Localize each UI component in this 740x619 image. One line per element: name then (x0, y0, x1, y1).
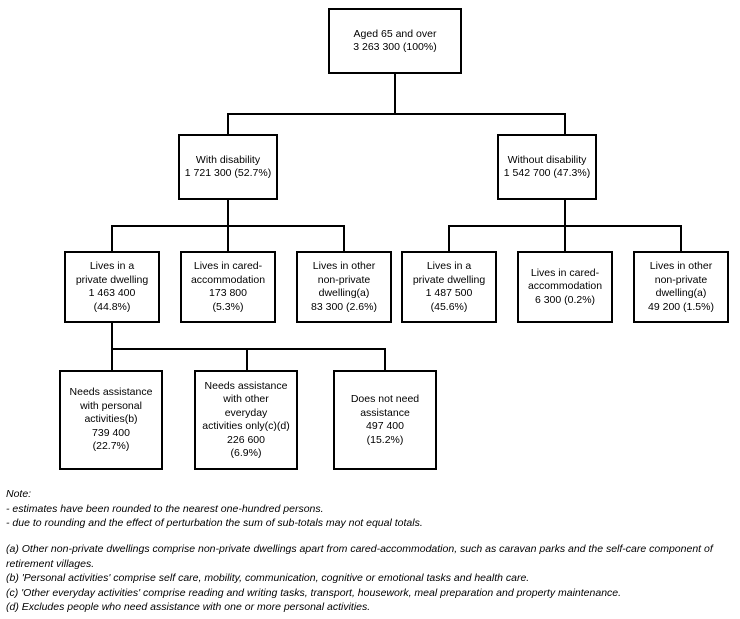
note-item: - estimates have been rounded to the nea… (6, 502, 324, 515)
notes-block: Note: - estimates have been rounded to t… (6, 487, 734, 531)
connector-to-without-disability (564, 113, 566, 135)
node-with-disability[interactable]: With disability 1 721 300 (52.7%) (178, 134, 278, 200)
node-label-line: Lives in other (649, 260, 713, 272)
node-value-line: 3 263 300 (100%) (353, 41, 437, 53)
node-value-line: 173 800 (209, 287, 247, 299)
node-percent-line: (5.3%) (212, 300, 244, 313)
node-percent-line: (22.7%) (92, 440, 130, 453)
node-label-line: Lives in cared- (193, 260, 263, 272)
connector-to-wod-other (680, 225, 682, 251)
node-value-line: 1 463 400 (88, 287, 136, 299)
node-value-line: 497 400 (366, 420, 404, 432)
node-value-line: 6 300 (0.2%) (534, 293, 596, 306)
connector-total-stem (394, 73, 396, 115)
node-label-line: non-private (317, 273, 371, 286)
node-label-line: Does not need (350, 393, 420, 405)
node-value-line: 1 487 500 (425, 287, 473, 299)
node-percent-line: (45.6%) (430, 300, 468, 313)
node-label-line: accommodation (527, 280, 603, 293)
connector-with-disability-stem (227, 199, 229, 227)
notes-heading: Note: (6, 488, 32, 500)
node-wod-lives-private-dwelling[interactable]: Lives in a private dwelling 1 487 500 (4… (401, 251, 497, 323)
node-label-line: activities only(c)(d) (202, 420, 290, 432)
connector-to-wd-private (111, 225, 113, 251)
node-without-disability[interactable]: Without disability 1 542 700 (47.3%) (497, 134, 597, 200)
node-label-line: Lives in other (312, 260, 376, 272)
node-wd-lives-other-non-private-dwelling[interactable]: Lives in other non-private dwelling(a) 8… (296, 251, 392, 323)
node-label-line: dwelling(a) (318, 287, 370, 299)
connector-to-wod-cared (564, 225, 566, 251)
node-percent-line: (44.8%) (93, 300, 131, 313)
node-value-line: 1 542 700 (47.3%) (503, 167, 591, 179)
node-needs-assistance-other-everyday-activities[interactable]: Needs assistance with other everyday act… (194, 370, 298, 470)
connector-to-wod-private (448, 225, 450, 251)
node-label-line: Lives in a (426, 260, 472, 272)
connector-level4-bar (111, 348, 386, 350)
node-value-line: 1 721 300 (52.7%) (184, 167, 272, 179)
connector-wd-private-stem (111, 322, 113, 350)
node-percent-line: (6.9%) (230, 447, 262, 459)
node-percent-line: (15.2%) (366, 433, 404, 446)
node-wd-lives-cared-accommodation[interactable]: Lives in cared- accommodation 173 800 (5… (180, 251, 276, 323)
footnote-b: (b) 'Personal activities' comprise self … (6, 572, 530, 584)
node-wd-lives-private-dwelling[interactable]: Lives in a private dwelling 1 463 400 (4… (64, 251, 160, 323)
node-value-line: 739 400 (92, 426, 130, 439)
footnote-d: (d) Excludes people who need assistance … (6, 601, 371, 613)
node-label-line: Without disability (507, 153, 587, 166)
note-item: - due to rounding and the effect of pert… (6, 517, 423, 529)
connector-without-disability-stem (564, 199, 566, 227)
node-aged-65-and-over[interactable]: Aged 65 and over 3 263 300 (100%) (328, 8, 462, 74)
node-label-line: Aged 65 and over (353, 27, 437, 40)
footnote-a: (a) Other non-private dwellings comprise… (6, 543, 713, 570)
node-label-line: private dwelling (75, 273, 149, 286)
node-label-line: with personal (80, 399, 142, 412)
footnotes-block: (a) Other non-private dwellings comprise… (6, 542, 736, 615)
node-label-line: non-private (654, 273, 708, 286)
node-label-line: assistance (360, 406, 410, 419)
node-label-line: With disability (195, 153, 261, 166)
node-wod-lives-cared-accommodation[interactable]: Lives in cared- accommodation 6 300 (0.2… (517, 251, 613, 323)
node-label-line: dwelling(a) (655, 287, 707, 299)
connector-to-needs-other (246, 348, 248, 370)
node-value-line: 226 600 (227, 433, 265, 446)
node-value-line: 83 300 (2.6%) (311, 300, 377, 313)
node-label-line: Lives in a (89, 260, 135, 272)
connector-to-wd-other (343, 225, 345, 251)
node-label-line: everyday (224, 406, 268, 419)
node-label-line: activities(b) (84, 413, 138, 426)
node-label-line: Needs assistance (204, 379, 288, 392)
footnote-c: (c) 'Other everyday activities' comprise… (6, 586, 622, 599)
node-value-line: 49 200 (1.5%) (648, 300, 714, 313)
node-label-line: with other (223, 393, 269, 405)
node-label-line: private dwelling (412, 273, 486, 286)
node-wod-lives-other-non-private-dwelling[interactable]: Lives in other non-private dwelling(a) 4… (633, 251, 729, 323)
connector-to-no-need (384, 348, 386, 370)
node-label-line: accommodation (190, 273, 266, 286)
connector-to-with-disability (227, 113, 229, 135)
connector-level2-bar (227, 113, 566, 115)
connector-to-wd-cared (227, 225, 229, 251)
node-does-not-need-assistance[interactable]: Does not need assistance 497 400 (15.2%) (333, 370, 437, 470)
node-needs-assistance-personal-activities[interactable]: Needs assistance with personal activitie… (59, 370, 163, 470)
node-label-line: Lives in cared- (530, 266, 600, 279)
connector-to-needs-personal (111, 348, 113, 370)
node-label-line: Needs assistance (69, 386, 153, 399)
